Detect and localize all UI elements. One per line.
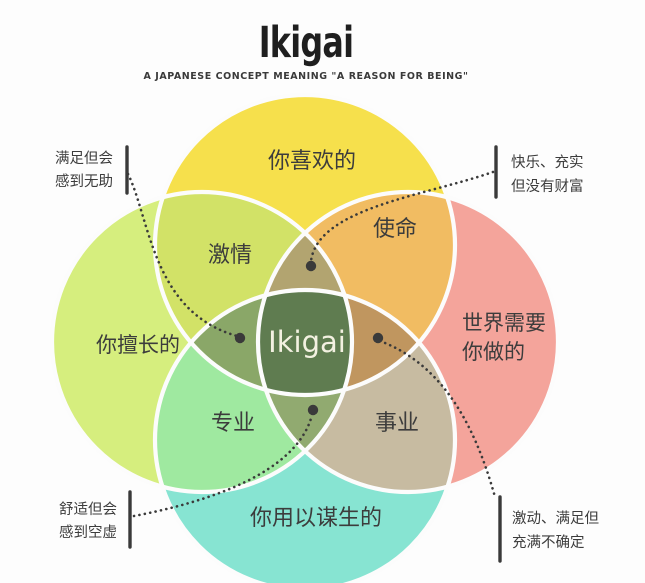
connector-bottom-left-curve xyxy=(132,413,314,518)
annotation-top-right-line1: 快乐、充实 xyxy=(511,154,584,171)
label-mission: 使命 xyxy=(373,217,417,242)
venn-circles xyxy=(49,92,561,583)
annotation-bottom-left-line2: 感到空虚 xyxy=(59,524,117,541)
label-what-the-world-needs-line2: 你做的 xyxy=(462,340,525,364)
label-vocation: 事业 xyxy=(375,411,419,436)
annotation-bottom-right-line1: 激动、满足但 xyxy=(512,510,599,527)
connector-top-right-curve xyxy=(309,170,495,263)
connectors xyxy=(125,145,502,563)
label-what-you-are-good-at: 你擅长的 xyxy=(96,333,180,357)
annotation-labels: 满足但会 感到无助 快乐、充实 但没有财富 舒适但会 感到空虚 激动、满足但 充… xyxy=(55,150,599,551)
outline-right-circle xyxy=(255,189,561,495)
label-what-you-love: 你喜欢的 xyxy=(268,149,356,174)
label-what-the-world-needs-line1: 世界需要 xyxy=(462,311,546,335)
page-subtitle: A JAPANESE CONCEPT MEANING "A REASON FOR… xyxy=(143,71,468,82)
region-tri-bottom xyxy=(258,290,352,492)
annotation-top-right-line2: 但没有财富 xyxy=(511,177,584,195)
region-tri-left xyxy=(155,290,352,395)
region-tri-right xyxy=(258,290,455,395)
annotation-bottom-right-line2: 充满不确定 xyxy=(512,534,585,551)
annotation-top-left-line2: 感到无助 xyxy=(55,173,113,190)
connector-end-dots xyxy=(234,260,384,416)
outline-left-circle xyxy=(49,189,355,495)
circle-outlines xyxy=(49,92,561,583)
dot-tri-left xyxy=(234,332,246,344)
label-profession: 专业 xyxy=(211,411,255,436)
connector-top-left-curve xyxy=(126,172,239,338)
annotation-top-left-line1: 满足但会 xyxy=(55,150,113,167)
connector-bottom-right-curve xyxy=(378,339,497,499)
annotation-bottom-left-line1: 舒适但会 xyxy=(59,501,117,518)
venn-labels: 你喜欢的 激情 使命 你擅长的 世界需要 你做的 专业 事业 你用以谋生的 Ik… xyxy=(96,149,546,531)
outline-top-circle xyxy=(152,92,458,398)
dot-tri-top xyxy=(305,260,317,272)
outline-bottom-circle xyxy=(152,287,458,583)
dot-tri-right xyxy=(372,332,384,344)
dot-tri-bottom xyxy=(307,404,319,416)
page-title: Ikigai xyxy=(259,17,354,67)
label-what-you-can-be-paid-for: 你用以谋生的 xyxy=(250,506,382,531)
label-ikigai-center: Ikigai xyxy=(268,325,346,359)
label-passion: 激情 xyxy=(208,243,252,268)
header: Ikigai A JAPANESE CONCEPT MEANING "A REA… xyxy=(143,17,468,82)
